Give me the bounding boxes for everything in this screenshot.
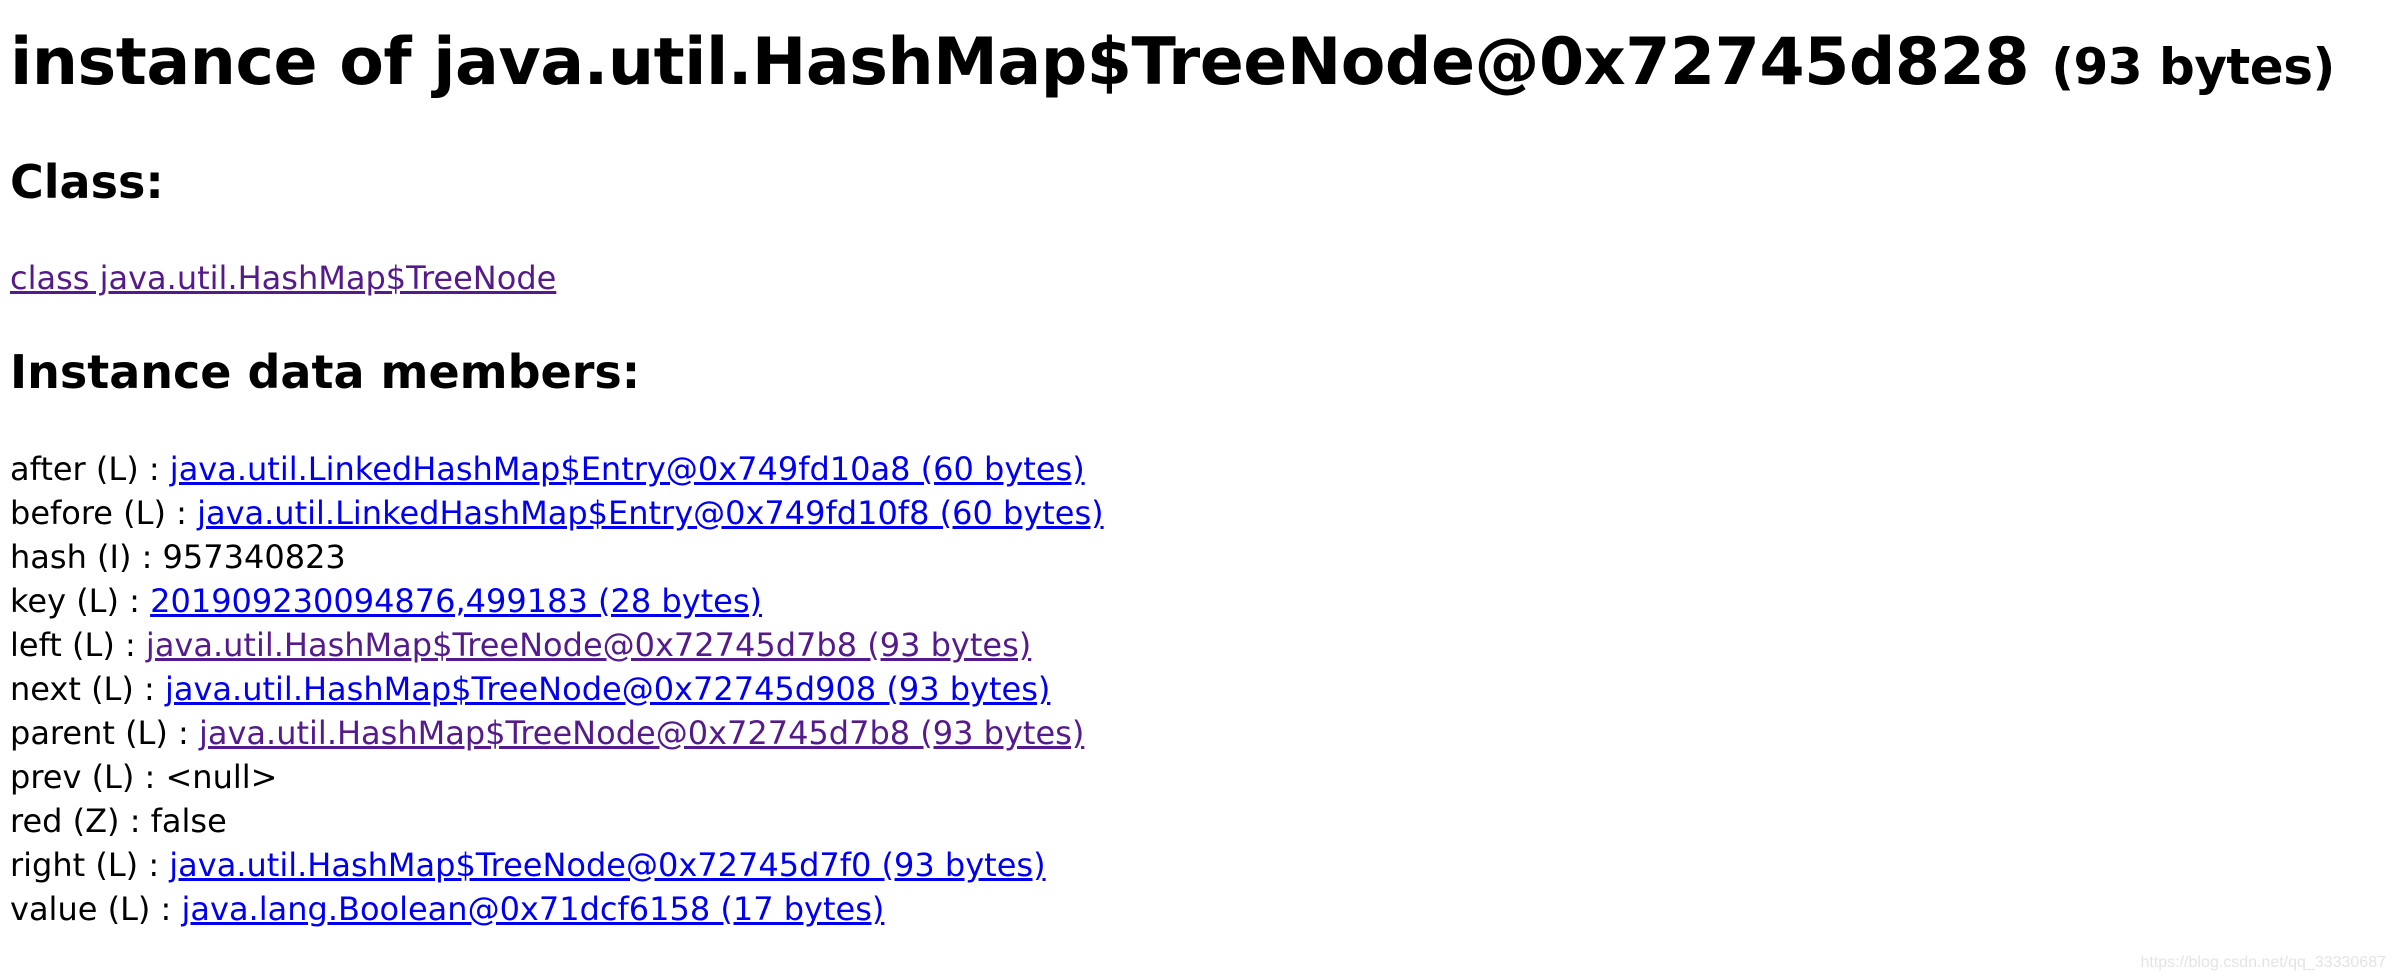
member-type: (Z)	[72, 802, 120, 840]
member-row-after: after (L) : java.util.LinkedHashMap$Entr…	[10, 447, 1104, 491]
member-type: (L)	[107, 890, 151, 928]
member-name: value	[10, 890, 98, 928]
member-type: (L)	[91, 758, 135, 796]
member-row-red: red (Z) : false	[10, 799, 1104, 843]
member-row-next: next (L) : java.util.HashMap$TreeNode@0x…	[10, 667, 1104, 711]
member-type: (I)	[97, 538, 132, 576]
member-type: (L)	[72, 626, 115, 664]
member-separator: :	[138, 450, 170, 488]
member-value: <null>	[165, 758, 278, 796]
class-heading: Class:	[10, 155, 164, 209]
member-value: false	[150, 802, 227, 840]
member-value-link[interactable]: 201909230094876,499183 (28 bytes)	[150, 582, 763, 620]
member-value-link[interactable]: java.util.LinkedHashMap$Entry@0x749fd10f…	[197, 494, 1104, 532]
class-link[interactable]: class java.util.HashMap$TreeNode	[10, 259, 557, 297]
member-name: right	[10, 846, 86, 884]
member-row-key: key (L) : 201909230094876,499183 (28 byt…	[10, 579, 1104, 623]
member-row-right: right (L) : java.util.HashMap$TreeNode@0…	[10, 843, 1104, 887]
member-name: after	[10, 450, 86, 488]
page-title-instance: instance of java.util.HashMap$TreeNode@0…	[10, 25, 2030, 100]
member-value-link[interactable]: java.util.HashMap$TreeNode@0x72745d7b8 (…	[198, 714, 1085, 752]
member-name: next	[10, 670, 81, 708]
member-value-link[interactable]: java.util.HashMap$TreeNode@0x72745d7f0 (…	[169, 846, 1046, 884]
member-separator: :	[131, 538, 163, 576]
watermark: https://blog.csdn.net/qq_33330687	[2140, 954, 2386, 971]
member-row-value: value (L) : java.lang.Boolean@0x71dcf615…	[10, 887, 1104, 931]
member-name: left	[10, 626, 62, 664]
member-separator: :	[133, 670, 165, 708]
member-separator: :	[167, 714, 199, 752]
member-row-prev: prev (L) : <null>	[10, 755, 1104, 799]
member-separator: :	[134, 758, 166, 796]
member-separator: :	[114, 626, 146, 664]
member-row-left: left (L) : java.util.HashMap$TreeNode@0x…	[10, 623, 1104, 667]
member-name: key	[10, 582, 67, 620]
member-value-link[interactable]: java.util.LinkedHashMap$Entry@0x749fd10a…	[169, 450, 1085, 488]
member-value-link[interactable]: java.util.HashMap$TreeNode@0x72745d7b8 (…	[145, 626, 1032, 664]
member-type: (L)	[91, 670, 134, 708]
member-name: hash	[10, 538, 87, 576]
member-name: before	[10, 494, 113, 532]
member-row-parent: parent (L) : java.util.HashMap$TreeNode@…	[10, 711, 1104, 755]
member-name: prev	[10, 758, 82, 796]
member-type: (L)	[95, 450, 139, 488]
members-heading: Instance data members:	[10, 345, 641, 399]
member-value-link[interactable]: java.lang.Boolean@0x71dcf6158 (17 bytes)	[181, 890, 885, 928]
member-separator: :	[119, 802, 151, 840]
class-link-container: class java.util.HashMap$TreeNode	[10, 258, 556, 298]
member-name: red	[10, 802, 63, 840]
member-separator: :	[118, 582, 151, 620]
member-type: (L)	[125, 714, 168, 752]
member-type: (L)	[95, 846, 139, 884]
page-title-size: (93 bytes)	[2051, 38, 2335, 96]
member-name: parent	[10, 714, 115, 752]
member-row-hash: hash (I) : 957340823	[10, 535, 1104, 579]
member-type: (L)	[76, 582, 119, 620]
page-title: instance of java.util.HashMap$TreeNode@0…	[10, 24, 2335, 106]
member-separator: :	[150, 890, 182, 928]
member-separator: :	[165, 494, 198, 532]
member-separator: :	[138, 846, 170, 884]
member-value: 957340823	[162, 538, 346, 576]
member-row-before: before (L) : java.util.LinkedHashMap$Ent…	[10, 491, 1104, 535]
member-type: (L)	[123, 494, 166, 532]
members-list: after (L) : java.util.LinkedHashMap$Entr…	[10, 447, 1104, 931]
member-value-link[interactable]: java.util.HashMap$TreeNode@0x72745d908 (…	[164, 670, 1051, 708]
